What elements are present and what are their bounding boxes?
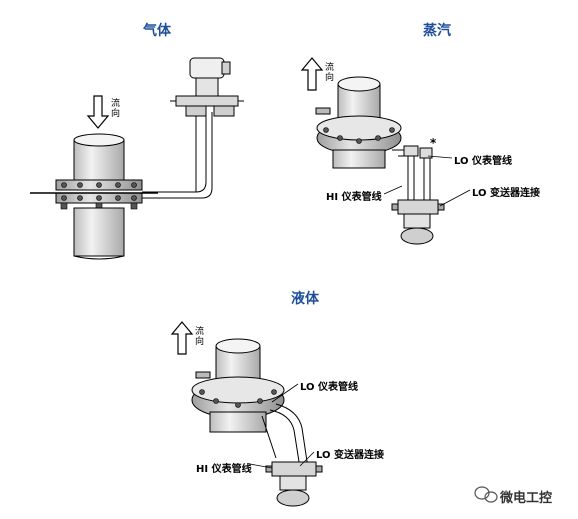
steam-flow-arrow [300, 57, 324, 91]
gas-orifice-flange [30, 179, 158, 210]
steam-orifice-flange [315, 107, 402, 169]
steam-title: 蒸汽 [423, 23, 451, 39]
gas-title: 气体 [143, 23, 171, 39]
watermark-text: 微电工控 [500, 491, 553, 506]
gas-flow-arrow [86, 95, 110, 129]
steam-hi-impulse-label: HI 仪表管线 [326, 192, 382, 203]
steam-transmitter [391, 199, 445, 245]
steam-marker: * [430, 136, 437, 150]
steam-impulse-tubing [392, 145, 433, 206]
liquid-flow-label: 流向 [193, 326, 203, 346]
steam-flow-label: 流向 [323, 62, 333, 82]
gas-lower-pipe [73, 207, 125, 260]
steam-lo-impulse-label: LO 仪表管线 [454, 156, 512, 167]
liquid-lo-impulse-label: LO 仪表管线 [300, 382, 358, 393]
wechat-icon [474, 486, 498, 503]
steam-lo-transmitter-label: LO 变送器连接 [472, 188, 540, 199]
liquid-lo-transmitter-label: LO 变送器连接 [316, 450, 384, 461]
gas-flow-label: 流向 [109, 98, 119, 118]
liquid-title: 液体 [291, 291, 319, 307]
liquid-transmitter [265, 461, 323, 507]
gas-section [30, 57, 244, 260]
steam-section [300, 57, 445, 245]
liquid-flow-arrow [170, 321, 194, 355]
liquid-section [170, 321, 323, 507]
leader-lines [249, 155, 471, 469]
gas-impulse-tubing [142, 112, 213, 199]
gas-upper-pipe [73, 133, 125, 183]
liquid-orifice-flange [191, 371, 285, 433]
gas-transmitter [170, 57, 244, 117]
liquid-hi-impulse-label: HI 仪表管线 [196, 464, 252, 475]
liquid-impulse-tubing [261, 403, 309, 469]
